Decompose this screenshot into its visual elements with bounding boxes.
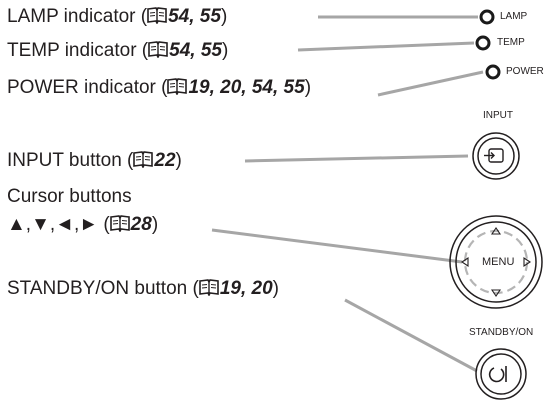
menu-button-label[interactable]: MENU: [482, 256, 515, 268]
book-reference-icon: [199, 279, 219, 296]
temp-callout-close: ): [221, 40, 229, 61]
input-button-callout: INPUT button ( 22): [7, 150, 182, 172]
input-callout-refs[interactable]: 22: [154, 150, 176, 171]
book-reference-icon: [133, 151, 154, 168]
input-leader-line: [244, 154, 469, 163]
book-reference-icon: [148, 41, 168, 58]
standby-callout-close: ): [272, 278, 279, 299]
cursor-callout-refs[interactable]: 28: [130, 214, 152, 235]
book-reference-icon: [109, 215, 130, 232]
power-leader-line: [377, 70, 484, 97]
book-reference-icon: [167, 78, 188, 95]
temp-leader-line: [297, 41, 475, 52]
cursor-callout-title: Cursor buttons: [7, 186, 132, 207]
lamp-callout-label: LAMP indicator (: [7, 6, 148, 27]
temp-callout-label: TEMP indicator (: [7, 40, 149, 61]
input-button-outer[interactable]: [472, 132, 520, 180]
input-callout-label: INPUT button (: [7, 150, 134, 171]
lamp-panel-label: LAMP: [500, 11, 528, 22]
standby-button-inner[interactable]: [480, 353, 522, 395]
power-icon: [488, 366, 507, 383]
standby-callout-refs[interactable]: 19, 20: [219, 278, 273, 299]
cursor-arrows-icon: [461, 227, 531, 297]
input-panel-label: INPUT: [483, 110, 513, 121]
power-indicator-callout: POWER indicator ( 19, 20, 54, 55): [7, 77, 311, 99]
input-button-inner[interactable]: [477, 137, 515, 175]
cursor-pad-dashed: [463, 229, 529, 295]
cursor-pad-ring[interactable]: [455, 221, 537, 303]
power-panel-label: POWER: [506, 66, 544, 77]
power-callout-close: ): [304, 77, 312, 98]
lamp-callout-close: ): [220, 6, 228, 27]
temp-indicator-callout: TEMP indicator ( 54, 55): [7, 40, 228, 62]
temp-callout-refs[interactable]: 54, 55: [169, 40, 222, 61]
temp-indicator-led: [475, 35, 491, 51]
power-indicator-led: [485, 64, 501, 80]
book-reference-icon: [147, 7, 167, 24]
lamp-indicator-led: [479, 9, 495, 25]
cursor-buttons-callout: Cursor buttons ▲,▼,◄,► ( 28): [7, 186, 158, 236]
cursor-leader-line: [211, 228, 463, 264]
lamp-indicator-callout: LAMP indicator ( 54, 55): [7, 6, 227, 28]
lamp-callout-refs[interactable]: 54, 55: [168, 6, 221, 27]
cursor-callout-close: ): [151, 214, 159, 235]
standby-button-outer[interactable]: [475, 348, 527, 400]
cursor-callout-arrows: ▲,▼,◄,► (: [7, 214, 110, 235]
power-callout-label: POWER indicator (: [7, 77, 168, 98]
standby-leader-line: [344, 298, 478, 373]
cursor-pad-outer[interactable]: [449, 215, 543, 309]
standby-panel-label: STANDBY/ON: [469, 327, 534, 338]
temp-panel-label: TEMP: [497, 37, 525, 48]
power-callout-refs[interactable]: 19, 20, 54, 55: [188, 77, 305, 98]
standby-button-callout: STANDBY/ON button ( 19, 20): [7, 278, 279, 300]
standby-callout-label: STANDBY/ON button (: [7, 278, 199, 299]
input-callout-close: ): [175, 150, 182, 171]
input-source-icon: [484, 148, 504, 163]
